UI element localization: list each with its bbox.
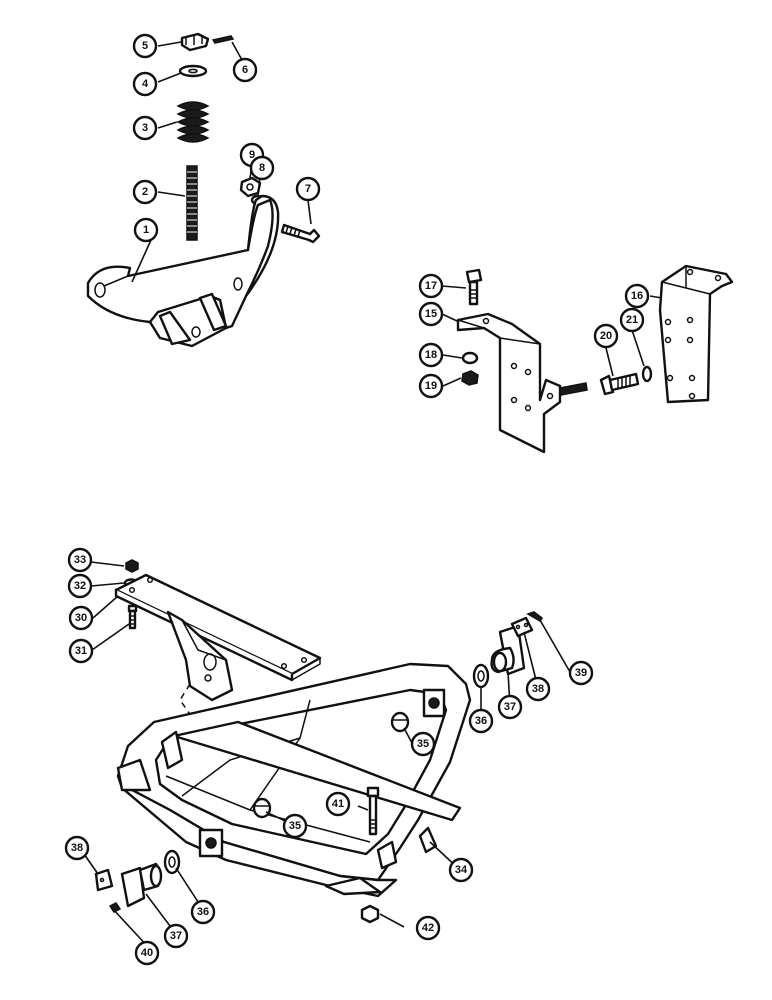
bolt-20 (599, 372, 640, 396)
washer-4 (178, 64, 208, 78)
callout-38-right: 38 (525, 676, 551, 702)
callout-2: 2 (132, 179, 158, 205)
bolt-17 (465, 268, 483, 306)
callout-42: 42 (415, 915, 441, 941)
callout-20: 20 (593, 323, 619, 349)
bolt-7 (280, 223, 321, 244)
callout-40: 40 (134, 940, 160, 966)
callout-8: 8 (249, 155, 275, 181)
bolt-31 (127, 604, 138, 630)
callout-41: 41 (325, 791, 351, 817)
svg-text:37: 37 (170, 930, 182, 942)
castle-nut-5 (180, 32, 210, 52)
svg-text:41: 41 (332, 798, 344, 810)
cotter-pin-6 (211, 35, 235, 44)
svg-text:4: 4 (142, 78, 149, 90)
svg-text:19: 19 (425, 380, 437, 392)
callout-21: 21 (619, 307, 645, 333)
nut-9 (239, 176, 262, 198)
callout-6: 6 (232, 57, 258, 83)
pivot-pin-37-left (120, 862, 163, 908)
svg-text:17: 17 (425, 280, 437, 292)
svg-text:2: 2 (142, 186, 148, 198)
svg-text:5: 5 (142, 40, 148, 52)
callout-39: 39 (568, 660, 594, 686)
svg-text:38: 38 (532, 683, 544, 695)
bracket-15 (456, 312, 588, 454)
svg-text:34: 34 (455, 864, 468, 876)
callout-18: 18 (418, 342, 444, 368)
svg-text:8: 8 (259, 162, 265, 174)
callout-19: 19 (418, 373, 444, 399)
svg-text:21: 21 (626, 314, 638, 326)
callout-38-left: 38 (64, 835, 90, 861)
callout-5: 5 (132, 33, 158, 59)
svg-text:7: 7 (305, 183, 311, 195)
callout-35-lower: 35 (282, 813, 308, 839)
screw-40 (108, 902, 122, 913)
pivot-pin-37-right (490, 624, 526, 676)
svg-text:36: 36 (197, 906, 209, 918)
plate-38-left (94, 868, 114, 892)
svg-text:3: 3 (142, 122, 148, 134)
svg-text:36: 36 (475, 715, 487, 727)
bolt-41 (366, 786, 380, 836)
plate-38-right (510, 616, 534, 638)
callout-32: 32 (67, 573, 93, 599)
bracket-16 (658, 264, 734, 404)
svg-text:42: 42 (422, 922, 434, 934)
washer-21 (641, 365, 653, 383)
callout-17: 17 (418, 273, 444, 299)
callout-36-right: 36 (468, 708, 494, 734)
callout-35-upper: 35 (410, 731, 436, 757)
svg-text:38: 38 (71, 842, 83, 854)
svg-text:32: 32 (74, 580, 86, 592)
svg-text:37: 37 (504, 701, 516, 713)
callout-15: 15 (418, 301, 444, 327)
svg-text:40: 40 (141, 947, 153, 959)
nut-42 (360, 904, 380, 924)
callout-37-left: 37 (163, 923, 189, 949)
callout-4: 4 (132, 71, 158, 97)
callout-16: 16 (624, 283, 650, 309)
plug-35-lower (252, 797, 272, 819)
washer-36-left (163, 849, 181, 875)
svg-text:6: 6 (242, 64, 248, 76)
svg-text:9: 9 (249, 149, 255, 161)
svg-text:18: 18 (425, 349, 437, 361)
svg-text:31: 31 (75, 645, 87, 657)
screw-39 (526, 611, 544, 623)
svg-text:39: 39 (575, 667, 587, 679)
crossbar-30 (114, 573, 322, 702)
callout-33: 33 (67, 547, 93, 573)
swing-bracket-1 (86, 194, 280, 348)
callout-30: 30 (68, 605, 94, 631)
svg-text:15: 15 (425, 308, 437, 320)
stud-bolt-2 (186, 165, 198, 241)
svg-text:33: 33 (74, 554, 86, 566)
callout-36-left: 36 (190, 899, 216, 925)
svg-text:35: 35 (417, 738, 429, 750)
svg-text:16: 16 (631, 290, 643, 302)
callout-1: 1 (133, 217, 159, 243)
washer-36-right (472, 663, 490, 689)
callout-31: 31 (68, 638, 94, 664)
svg-text:1: 1 (143, 224, 149, 236)
svg-text:35: 35 (289, 820, 301, 832)
nut-19 (461, 370, 479, 386)
callout-7: 7 (295, 176, 321, 202)
svg-text:20: 20 (600, 330, 612, 342)
nut-33 (125, 559, 139, 573)
callout-34: 34 (448, 857, 474, 883)
callout-37-right: 37 (497, 694, 523, 720)
callout-3: 3 (132, 115, 158, 141)
svg-text:30: 30 (75, 612, 87, 624)
spring-3 (176, 101, 210, 143)
washer-18 (461, 351, 479, 365)
plug-35-upper (390, 711, 410, 733)
